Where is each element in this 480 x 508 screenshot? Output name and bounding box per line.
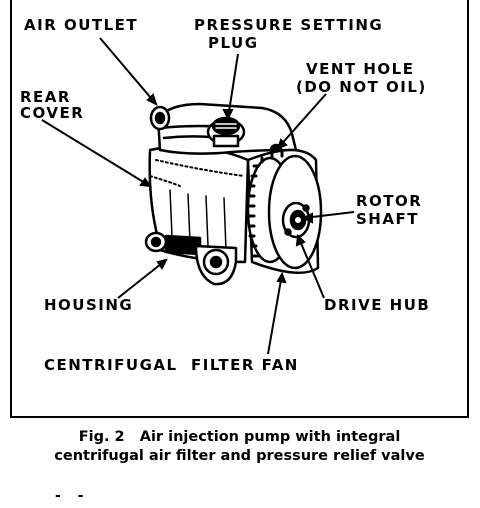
- pump-diagram: AIR OUTLET PRESSURE SETTING PLUG VENT HO…: [20, 16, 430, 374]
- label-rear-cover-line2: COVER: [20, 104, 84, 122]
- label-rotor-shaft-line1: ROTOR: [356, 192, 422, 210]
- pump-illustration: [144, 102, 323, 286]
- caption-line-1: Fig. 2 Air injection pump with integral: [78, 429, 401, 445]
- leader-pressure-plug: [227, 53, 239, 119]
- figure-caption: Fig. 2 Air injection pump with integral …: [10, 428, 469, 466]
- footer-marks: - -: [55, 488, 90, 504]
- label-pressure-setting-line2: PLUG: [208, 34, 259, 52]
- label-rear-cover-line1: REAR: [20, 88, 71, 106]
- label-filter-fan: CENTRIFUGAL FILTER FAN: [44, 356, 299, 374]
- leader-air-outlet: [99, 37, 157, 105]
- arrowhead-vent-hole: [276, 138, 288, 150]
- leader-lines: [41, 37, 355, 355]
- arrowhead-rear-cover: [139, 177, 153, 188]
- arrowhead-filter-fan: [276, 271, 287, 284]
- label-vent-hole-line1: VENT HOLE: [306, 60, 414, 78]
- arrowhead-rotor-shaft: [301, 212, 313, 224]
- figure-frame: [10, 0, 469, 418]
- arrowhead-air-outlet: [146, 93, 158, 106]
- leader-vent-hole: [277, 93, 327, 149]
- caption-line-2: centrifugal air filter and pressure reli…: [54, 448, 425, 464]
- arrowhead-housing: [156, 258, 168, 270]
- label-air-outlet: AIR OUTLET: [24, 16, 138, 34]
- leader-drive-hub: [297, 235, 325, 299]
- arrowhead-drive-hub: [295, 233, 306, 247]
- arrowhead-pressure-plug: [222, 109, 234, 121]
- label-housing: HOUSING: [44, 296, 133, 314]
- label-vent-hole-line2: (DO NOT OIL): [296, 78, 427, 96]
- label-drive-hub: DRIVE HUB: [324, 296, 430, 314]
- leader-housing: [117, 259, 167, 299]
- label-pressure-setting-line1: PRESSURE SETTING: [194, 16, 383, 34]
- leader-filter-fan: [267, 273, 283, 355]
- label-rotor-shaft-line2: SHAFT: [356, 210, 419, 228]
- leader-rear-cover: [41, 119, 151, 187]
